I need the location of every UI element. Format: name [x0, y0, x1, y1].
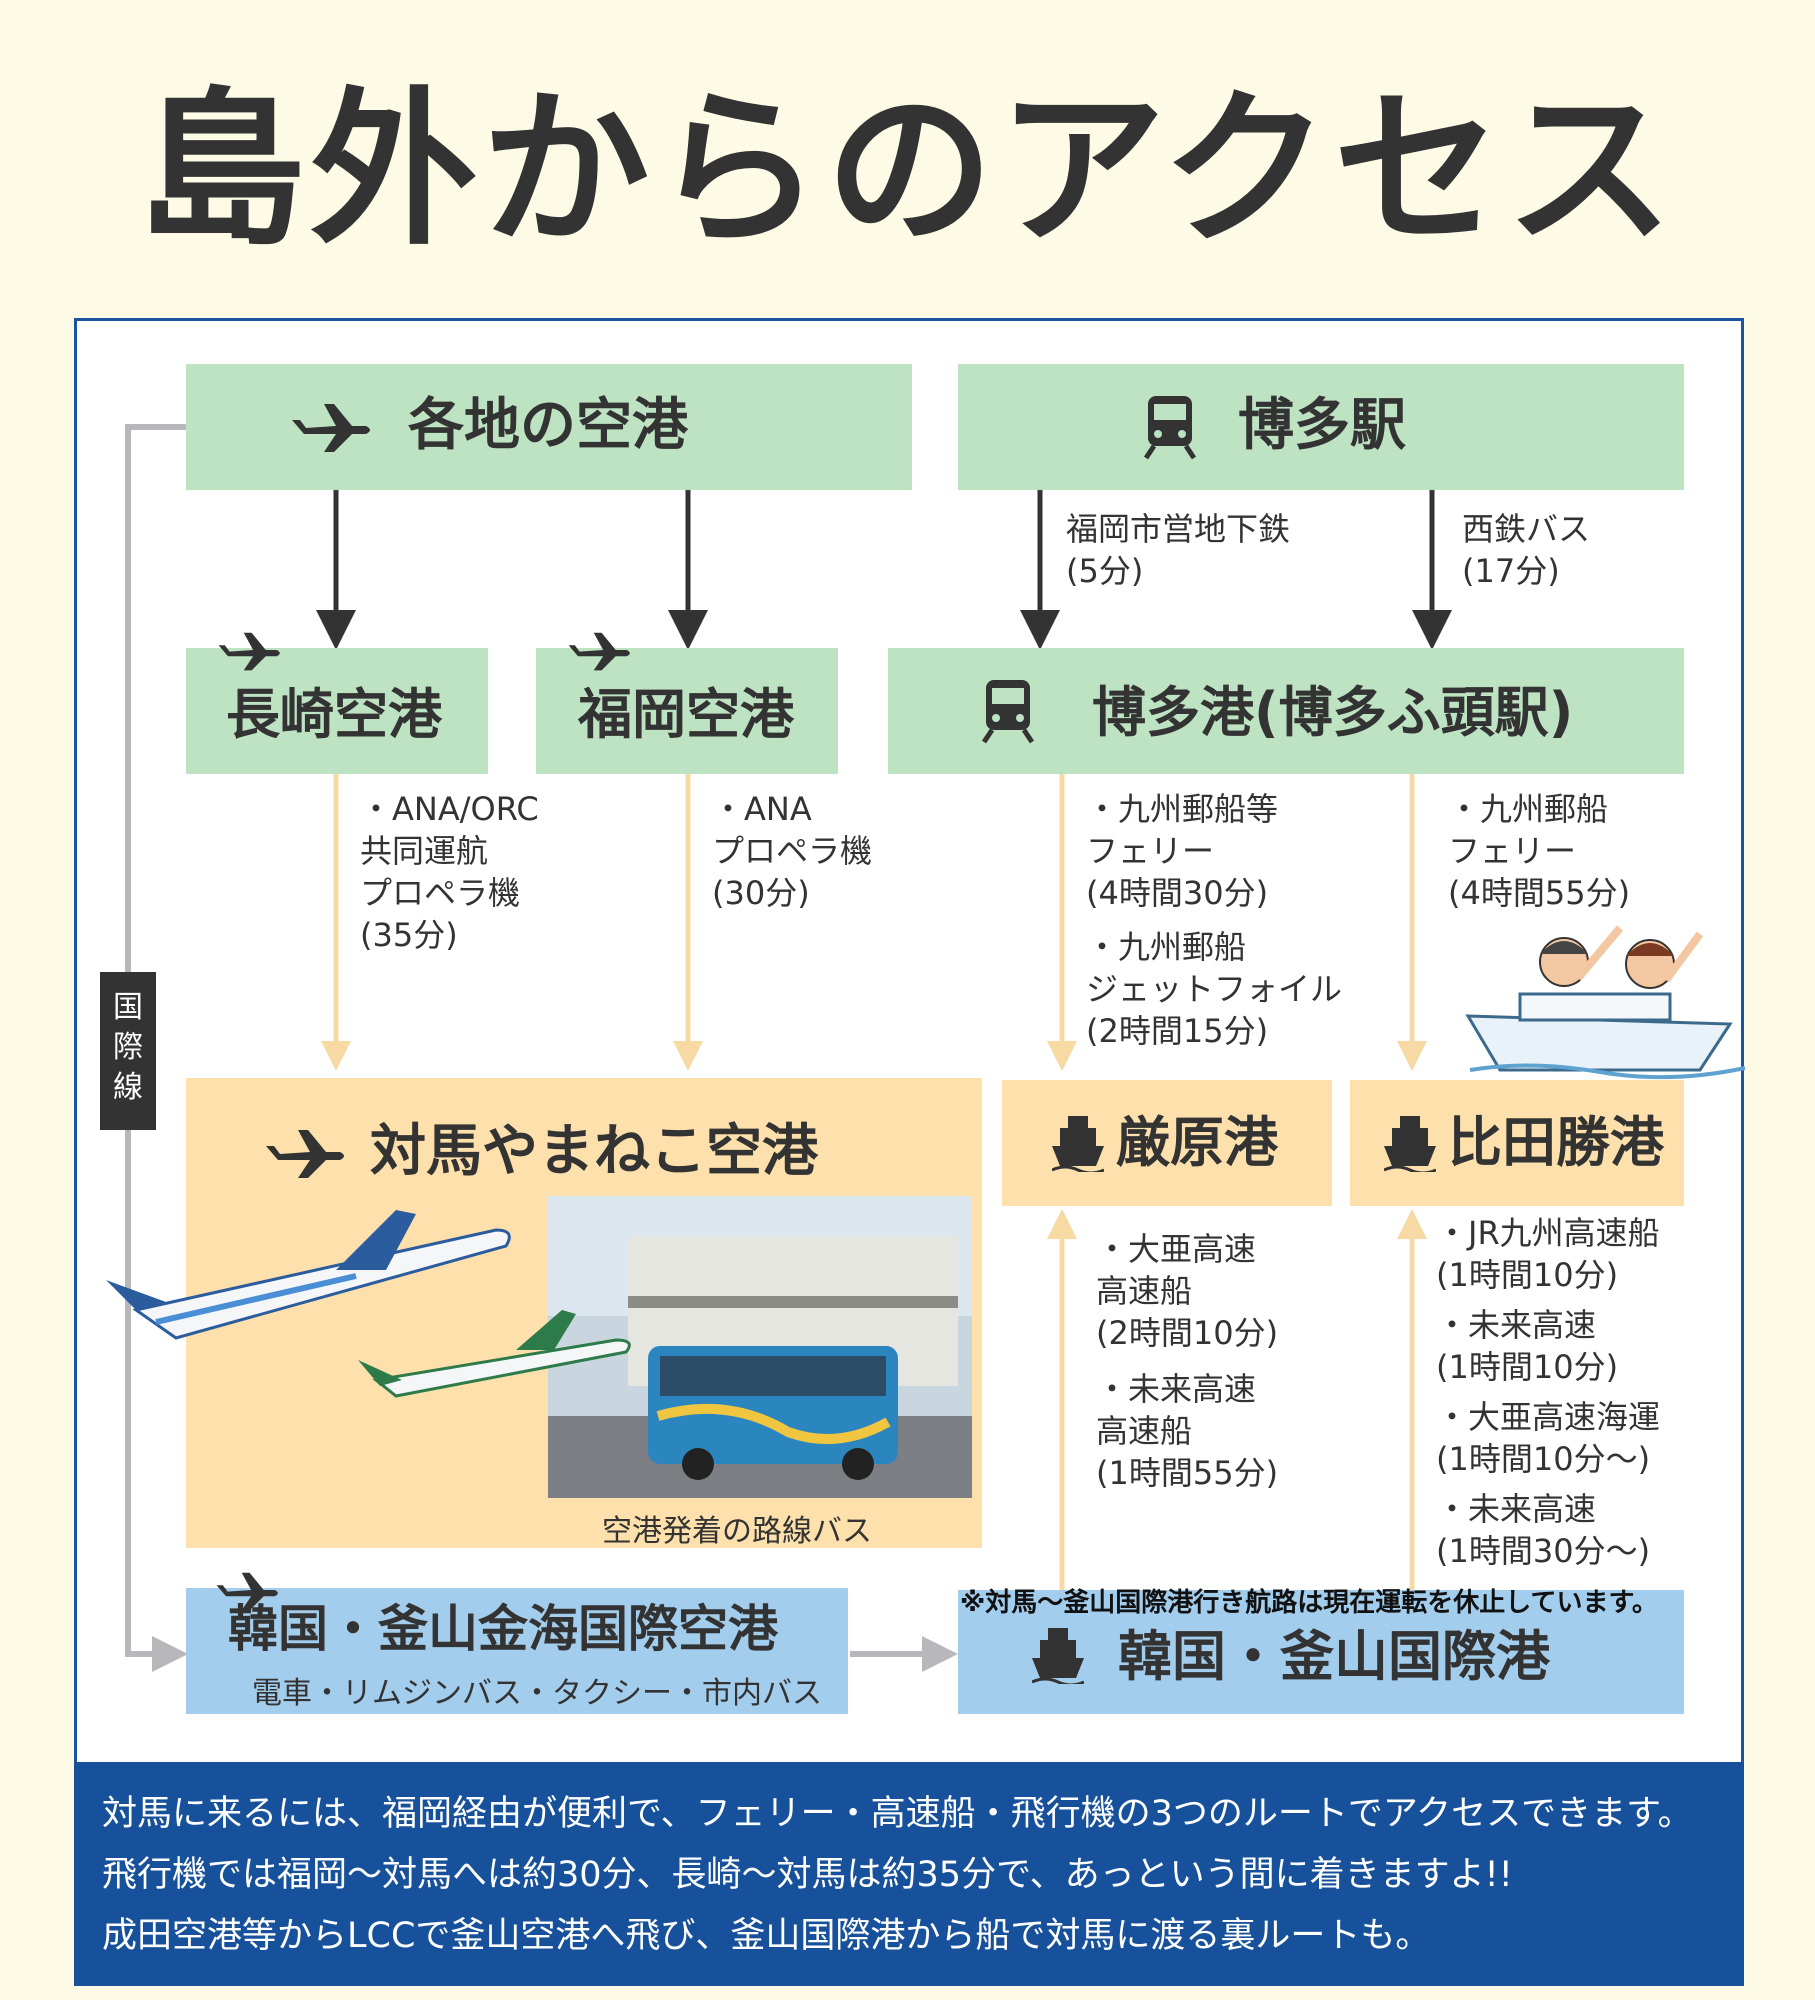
hakata-port-label: 博多港(博多ふ頭駅)	[1092, 686, 1573, 740]
route-izuhara-busan-1: ・大亜高速 高速船 (2時間10分)	[1096, 1228, 1278, 1354]
footer-line: 対馬に来るには、福岡経由が便利で、フェリー・高速船・飛行機の3つのルートでアクセ…	[102, 1784, 1716, 1845]
airplane-icon	[206, 1568, 290, 1612]
route-fukuoka-flight: ・ANA プロペラ機 (30分)	[712, 788, 872, 914]
ferry-illustration	[1460, 920, 1750, 1090]
route-hitakatsu-ferry: ・九州郵船 フェリー (4時間55分)	[1448, 788, 1630, 914]
footer-line: 飛行機では福岡〜対馬へは約30分、長崎〜対馬は約35分で、あっという間に着きます…	[102, 1845, 1716, 1906]
footer-line: 成田空港等からLCCで釜山空港へ飛び、釜山国際港から船で対馬に渡る裏ルートも。	[102, 1906, 1716, 1967]
hitakatsu-label: 比田勝港	[1448, 1116, 1664, 1170]
tsushima-airport-label: 対馬やまねこ空港	[370, 1124, 818, 1180]
footer-description: 対馬に来るには、福岡経由が便利で、フェリー・高速船・飛行機の3つのルートでアクセ…	[74, 1762, 1744, 1986]
route-izuhara-jetfoil: ・九州郵船 ジェットフォイル (2時間15分)	[1086, 926, 1342, 1052]
airplane-icon	[264, 1124, 348, 1180]
box-hakata-port: 博多港(博多ふ頭駅)	[888, 648, 1684, 774]
box-izuhara: 厳原港	[1002, 1080, 1332, 1206]
busan-airport-transport: 電車・リムジンバス・タクシー・市内バス	[252, 1668, 822, 1712]
airplanes-illustration	[96, 1190, 656, 1430]
nagasaki-label: 長崎空港	[226, 688, 442, 742]
ship-icon	[1384, 1114, 1436, 1172]
route-izuhara-busan-2: ・未来高速 高速船 (1時間55分)	[1096, 1368, 1278, 1494]
airplane-icon	[290, 398, 374, 454]
airports-label: 各地の空港	[408, 398, 688, 454]
route-hitakatsu-busan-3: ・大亜高速海運 (1時間10分〜)	[1436, 1396, 1660, 1480]
fukuoka-label: 福岡空港	[578, 688, 794, 742]
route-nishitetsu: 西鉄バス (17分)	[1462, 508, 1590, 592]
ship-icon	[1032, 1626, 1084, 1684]
busan-port-label: 韓国・釜山国際港	[1118, 1630, 1550, 1684]
train-icon	[1144, 394, 1196, 460]
train-icon	[982, 678, 1034, 744]
international-tag: 国 際 線	[100, 972, 156, 1130]
box-hakata-station: 博多駅	[958, 364, 1684, 490]
izuhara-label: 厳原港	[1116, 1116, 1278, 1170]
suspension-note: ※対馬〜釜山国際港行き航路は現在運転を休止しています。	[960, 1582, 1658, 1619]
route-hitakatsu-busan-2: ・未来高速 (1時間10分)	[1436, 1304, 1618, 1388]
airplane-icon	[558, 628, 642, 672]
route-hitakatsu-busan-1: ・JR九州高速船 (1時間10分)	[1436, 1212, 1660, 1296]
photo-caption: 空港発着の路線バス	[602, 1506, 872, 1550]
airplane-icon	[208, 628, 292, 672]
box-hitakatsu: 比田勝港	[1350, 1080, 1684, 1206]
route-nagasaki-flight: ・ANA/ORC 共同運航 プロペラ機 (35分)	[360, 788, 539, 956]
ship-icon	[1052, 1114, 1104, 1172]
route-subway: 福岡市営地下鉄 (5分)	[1066, 508, 1290, 592]
box-airports: 各地の空港	[186, 364, 912, 490]
hakata-station-label: 博多駅	[1238, 398, 1406, 454]
route-hitakatsu-busan-4: ・未来高速 (1時間30分〜)	[1436, 1488, 1650, 1572]
busan-airport-label: 韓国・釜山金海国際空港	[228, 1604, 778, 1654]
route-izuhara-ferry: ・九州郵船等 フェリー (4時間30分)	[1086, 788, 1278, 914]
